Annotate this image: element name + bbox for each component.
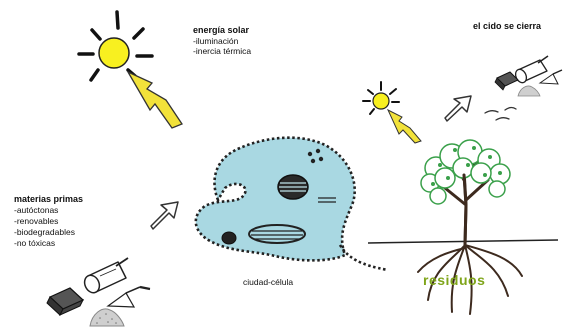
sun-icon xyxy=(79,12,152,80)
lightning-icon xyxy=(388,110,421,143)
materials-item-biodegradable: -biodegradables xyxy=(14,228,75,238)
cycle-title: el cido se cierra xyxy=(473,21,541,31)
lightning-icon xyxy=(128,72,182,128)
sun-icon xyxy=(363,82,399,114)
brick-icon xyxy=(495,72,518,90)
log-icon xyxy=(82,258,128,295)
arrow-icon xyxy=(445,96,471,121)
trowel-icon xyxy=(108,287,150,307)
waste-label: residuos xyxy=(423,272,485,288)
materials-title: materias primas xyxy=(14,194,83,204)
sand-pile-icon xyxy=(90,309,124,326)
motion-lines xyxy=(485,108,516,120)
city-cell-label: ciudad-célula xyxy=(243,278,293,288)
materials-item-nontoxic: -no tóxicas xyxy=(14,239,55,249)
materials-item-renewable: -renovables xyxy=(14,217,58,227)
sand-pile-icon xyxy=(518,86,540,96)
arrow-icon xyxy=(151,202,178,229)
cell-icon xyxy=(196,138,388,270)
brick-icon xyxy=(47,288,83,315)
energy-item-thermal: -inercia térmica xyxy=(193,47,251,57)
energy-title: energía solar xyxy=(193,25,249,35)
materials-item-local: -autóctonas xyxy=(14,206,58,216)
